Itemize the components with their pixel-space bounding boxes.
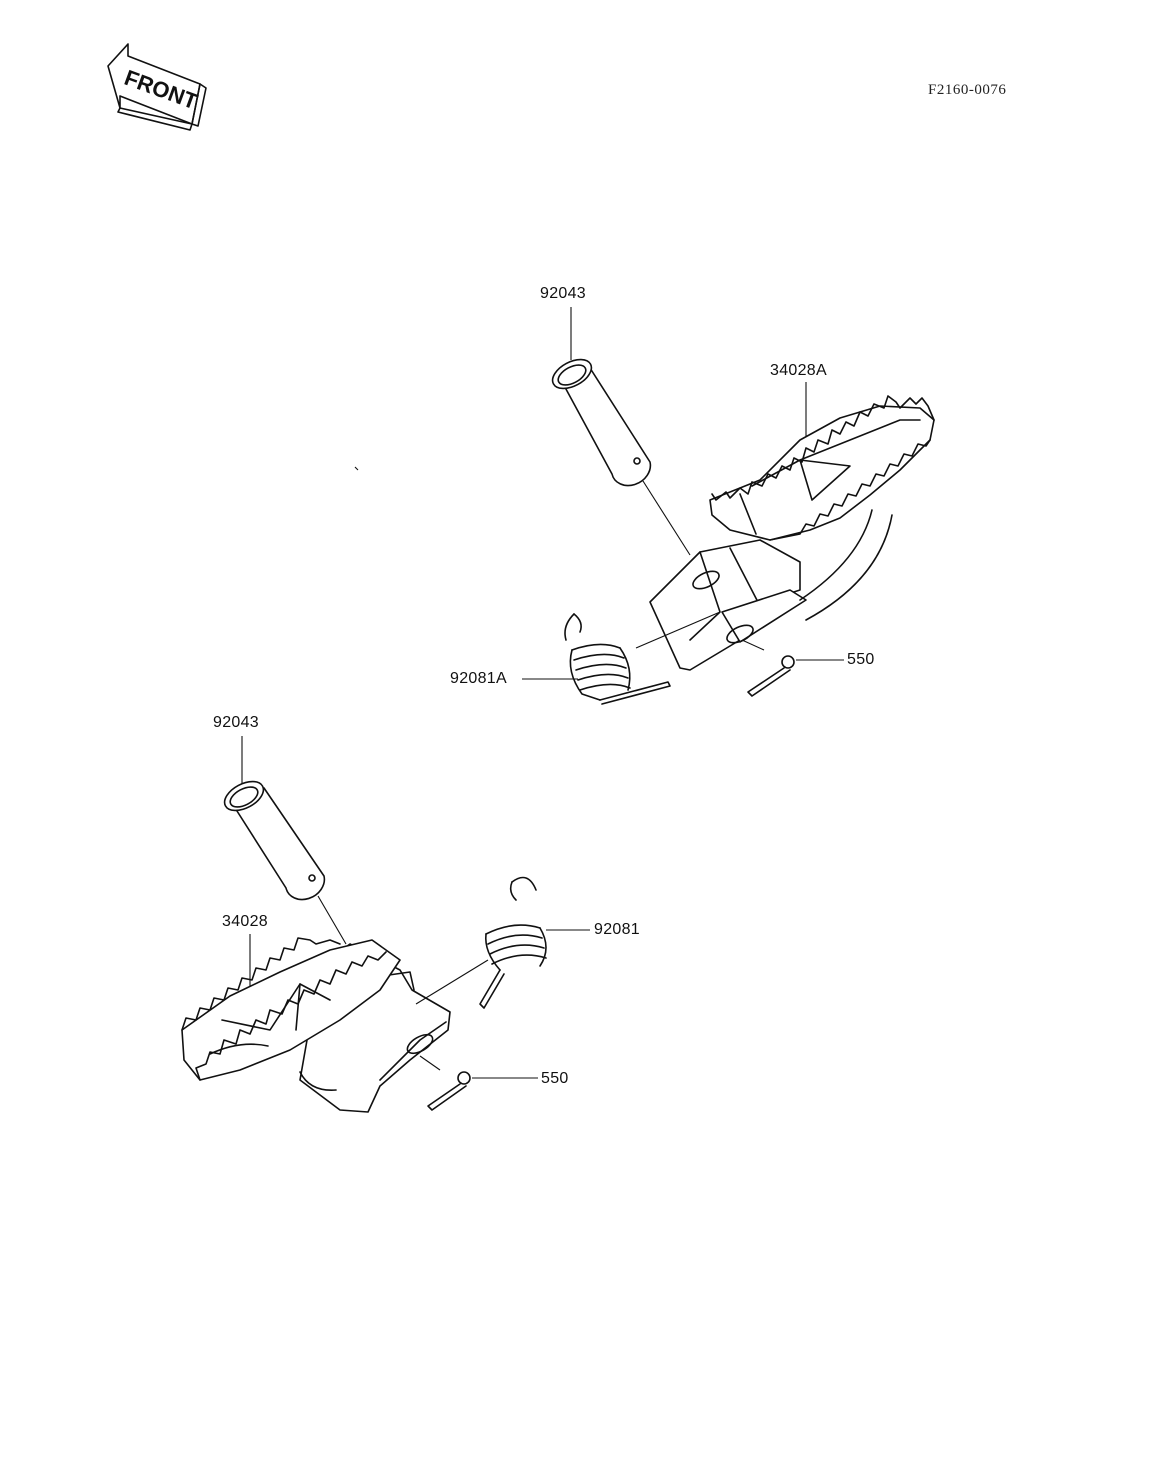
clevis-pin-upper bbox=[551, 358, 652, 487]
footpeg-lower bbox=[181, 937, 451, 1113]
ref-upper-footpeg: 34028A bbox=[770, 362, 827, 379]
ref-lower-footpeg: 34028 bbox=[222, 913, 268, 930]
torsion-spring-upper bbox=[564, 613, 671, 705]
cotter-pin-lower bbox=[419, 1055, 471, 1111]
clevis-pin-lower bbox=[223, 780, 326, 901]
ref-lower-spring: 92081 bbox=[594, 921, 640, 938]
ref-lower-cotter: 550 bbox=[541, 1070, 569, 1087]
ref-lower-pin: 92043 bbox=[213, 714, 259, 731]
ref-upper-spring: 92081A bbox=[450, 670, 507, 687]
front-arrow-icon: FRONT bbox=[107, 43, 207, 131]
torsion-spring-lower bbox=[479, 876, 547, 1009]
ref-upper-pin: 92043 bbox=[540, 285, 586, 302]
footpeg-upper bbox=[649, 395, 935, 671]
document-code: F2160-0076 bbox=[928, 82, 1007, 98]
cotter-pin-upper bbox=[741, 639, 795, 697]
ref-upper-cotter: 550 bbox=[847, 651, 875, 668]
